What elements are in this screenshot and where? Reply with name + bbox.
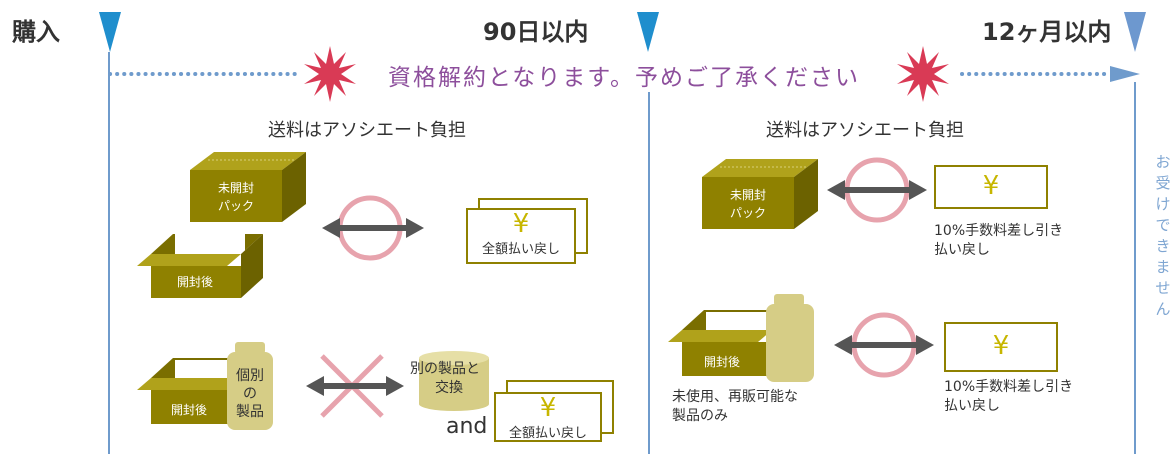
yen-icon: ¥ [982, 171, 1000, 201]
notice-dotted-arrow [108, 66, 1140, 82]
box-label: 未開封 [730, 188, 766, 202]
box-label: 開封後 [177, 275, 213, 289]
ten-percent-refund-label-3: 10%手数料差し引き [944, 379, 1074, 395]
unopened-pack-box-icon: 未開封 パック [702, 159, 818, 229]
left-burst-icon [304, 46, 356, 102]
bottle-label: 個別 [236, 368, 264, 384]
right-burst-icon [897, 46, 949, 102]
ten-percent-refund-label-4: 払い戻し [944, 398, 1000, 414]
acceptable-circle-icon [834, 312, 934, 378]
disqualification-notice: 資格解約となります。予めご了承ください [388, 65, 861, 91]
full-refund-label: 全額払い戻し [481, 242, 560, 257]
resale-note-2: 製品のみ [672, 408, 728, 424]
yen-icon: ¥ [992, 331, 1010, 361]
not-acceptable-x-icon [306, 354, 404, 418]
box-label: パック [730, 206, 766, 220]
box-label: 開封後 [171, 403, 207, 417]
box-label: 未開封 [218, 181, 254, 195]
ten-percent-refund-label-1: 10%手数料差し引き [934, 223, 1064, 239]
yen-icon: ¥ [539, 393, 557, 423]
bottle-label: の [243, 386, 257, 402]
bottle-label: 製品 [236, 404, 264, 420]
twelve-month-timeline-line [1134, 82, 1136, 454]
acceptable-circle-icon [827, 157, 927, 223]
ninety-day-timeline-line [648, 92, 650, 454]
purchase-label: 購入 [12, 18, 60, 46]
exchange-label-1: 別の製品と [410, 361, 480, 377]
purchase-timeline-line [108, 52, 110, 454]
left-shipping-note: 送料はアソシエート負担 [268, 120, 466, 141]
full-refund-label: 全額払い戻し [508, 426, 587, 441]
yen-icon: ¥ [512, 209, 530, 239]
right-shipping-note: 送料はアソシエート負担 [766, 120, 964, 141]
full-refund-note: ¥ 全額払い戻し [466, 208, 576, 264]
full-refund-note-2: ¥ 全額払い戻し [494, 392, 602, 442]
unopened-pack-box-icon: 未開封 パック [190, 152, 306, 222]
purchase-marker [99, 12, 121, 52]
resale-note-1: 未使用、再販可能な [672, 389, 798, 405]
twelve-month-marker [1124, 12, 1146, 52]
acceptable-circle-icon [322, 195, 424, 261]
opened-box-with-bottle-icon: 開封後 [668, 294, 814, 382]
exchange-label-2: 交換 [435, 380, 463, 396]
within-12-months-label: 12ヶ月以内 [982, 18, 1112, 46]
and-label: and [446, 414, 488, 439]
box-label: パック [218, 199, 254, 213]
box-label: 開封後 [704, 355, 740, 369]
opened-box-with-bottle-icon: 開封後 個別 の 製品 [137, 342, 273, 430]
ten-percent-refund-label-2: 払い戻し [934, 242, 990, 258]
ninety-day-marker [637, 12, 659, 52]
opened-box-icon: 開封後 [137, 234, 263, 298]
within-90-days-label: 90日以内 [483, 18, 589, 46]
ten-percent-refund-note: ¥ [934, 165, 1048, 209]
not-accepted-vertical-text: お受けできません [1155, 153, 1171, 318]
ten-percent-refund-note-2: ¥ [944, 322, 1058, 372]
exchange-product-icon [419, 351, 489, 411]
